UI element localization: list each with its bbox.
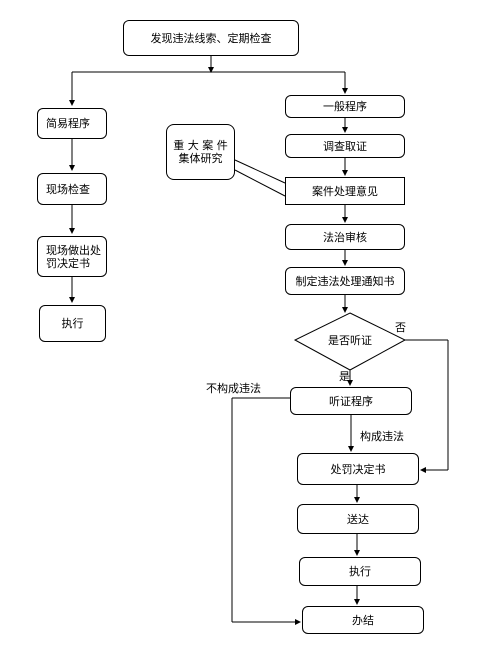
site-inspection-label: 现场检查 (46, 182, 90, 196)
decision-diamond (293, 312, 407, 371)
investigation-node: 调查取证 (285, 134, 405, 158)
general-procedure-node: 一般程序 (285, 95, 405, 118)
edge-label-not-violation: 不构成违法 (206, 382, 261, 395)
case-opinion-label: 案件处理意见 (312, 184, 378, 198)
major-case-note-line1: 重 大 案 件 (173, 139, 228, 152)
simple-procedure-label: 简易程序 (46, 117, 90, 130)
edge-label-yes: 是 (339, 370, 350, 383)
legal-review-node: 法治审核 (285, 224, 405, 250)
start-node-label: 发现违法线索、定期检查 (150, 31, 272, 45)
major-case-note-line2: 集体研究 (178, 152, 223, 165)
hearing-procedure-node: 听证程序 (290, 387, 412, 415)
penalty-decision-label: 处罚决定书 (330, 462, 386, 476)
site-inspection-node: 现场检查 (37, 173, 107, 205)
delivery-label: 送达 (347, 512, 369, 526)
general-execute-label: 执行 (349, 565, 371, 578)
close-case-node: 办结 (302, 606, 424, 634)
hearing-procedure-label: 听证程序 (329, 394, 373, 408)
violation-notice-node: 制定违法处理通知书 (285, 267, 405, 295)
general-procedure-label: 一般程序 (323, 100, 367, 113)
hearing-decision-label: 是否听证 (328, 334, 372, 347)
onsite-penalty-label-line1: 现场做出处 (46, 243, 101, 257)
legal-review-label: 法治审核 (323, 230, 367, 244)
simple-procedure-node: 简易程序 (37, 108, 107, 139)
major-case-note: 重 大 案 件 集体研究 (166, 124, 235, 180)
start-node: 发现违法线索、定期检查 (123, 20, 299, 56)
simple-execute-node: 执行 (39, 305, 106, 342)
onsite-penalty-node: 现场做出处 罚决定书 (37, 236, 107, 277)
edge-label-no: 否 (395, 321, 406, 334)
edge-label-violation: 构成违法 (360, 430, 404, 443)
case-opinion-node: 案件处理意见 (285, 177, 405, 205)
close-case-label: 办结 (352, 613, 374, 627)
violation-notice-label: 制定违法处理通知书 (295, 274, 395, 288)
onsite-penalty-label-line2: 罚决定书 (46, 256, 90, 270)
investigation-label: 调查取证 (323, 139, 367, 153)
penalty-decision-node: 处罚决定书 (297, 453, 419, 485)
delivery-node: 送达 (297, 504, 419, 534)
simple-execute-label: 执行 (61, 317, 84, 330)
general-execute-node: 执行 (299, 557, 421, 586)
